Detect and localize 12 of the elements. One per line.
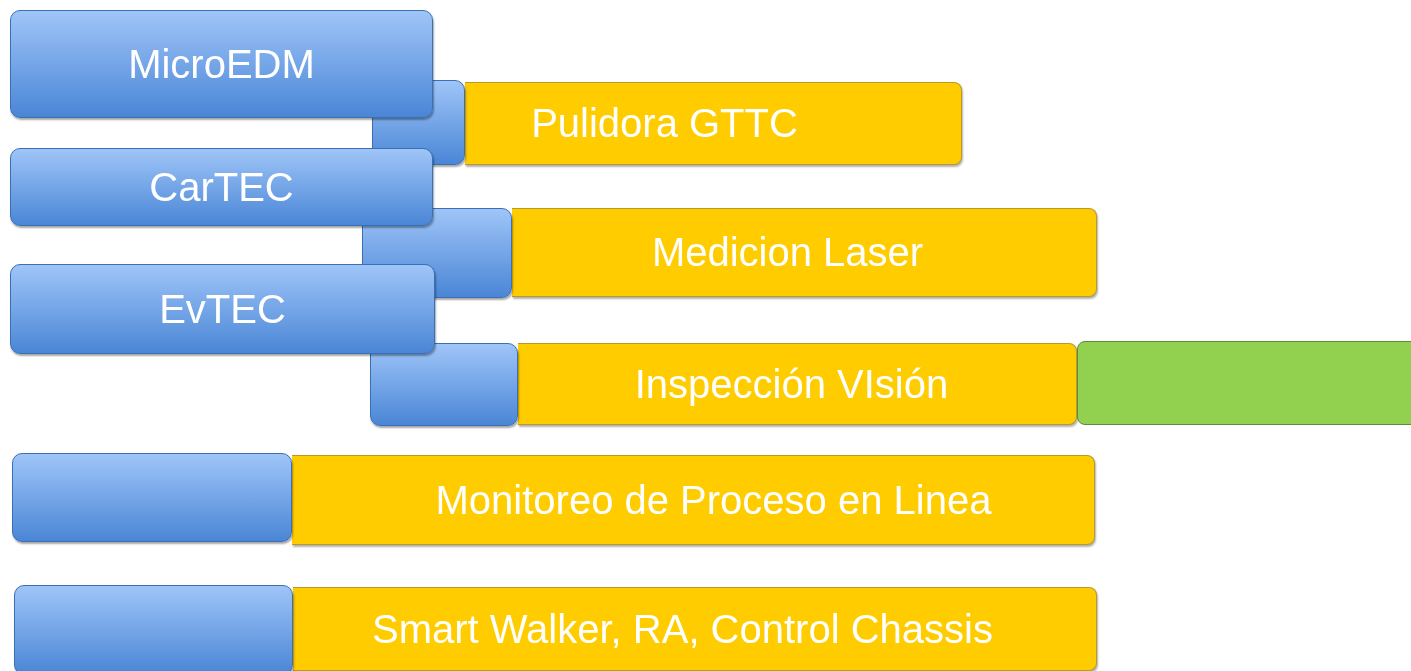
task-bar: Monitoreo de Proceso en Linea (292, 455, 1095, 545)
task-bar: Inspección VIsión (518, 343, 1077, 425)
task-bar: Pulidora GTTC (465, 82, 962, 165)
project-box: MicroEDM (10, 10, 433, 118)
status-bar (1077, 341, 1411, 425)
task-bar: Medicion Laser (512, 208, 1097, 297)
project-box: EvTEC (10, 264, 435, 354)
tab-box (14, 585, 293, 671)
task-bar: Smart Walker, RA, Control Chassis (293, 587, 1097, 671)
tab-box (370, 343, 518, 426)
tab-box (12, 453, 292, 542)
project-box: CarTEC (10, 148, 433, 226)
